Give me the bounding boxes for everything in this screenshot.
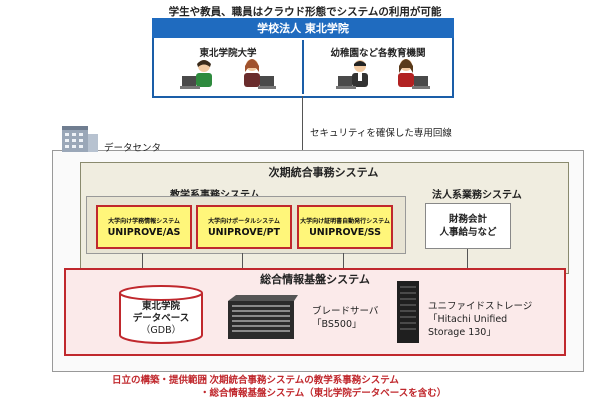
corporation-title: 学校法人 東北学院 bbox=[152, 18, 454, 38]
datacenter-label: データセンタ bbox=[104, 140, 161, 154]
storage-rack-icon bbox=[396, 280, 420, 344]
blade-server-icon bbox=[226, 295, 298, 343]
module-name: UNIPROVE/PT bbox=[208, 227, 280, 238]
module-name: UNIPROVE/AS bbox=[108, 227, 181, 238]
staff-laptop-icon bbox=[236, 56, 276, 92]
hitachi-scope-item: ・総合情報基盤システム（東北学院データベースを含む） bbox=[200, 385, 446, 399]
connector-line bbox=[343, 253, 344, 268]
module-subtitle: 大学向けポータルシステム bbox=[208, 216, 280, 225]
database-label-line2: データベース bbox=[133, 313, 190, 325]
student-laptop-icon bbox=[180, 58, 220, 92]
storage-model-line2: Storage 130」 bbox=[428, 326, 532, 339]
module-uniprove-ss: 大学向け証明書自動発行システム UNIPROVE/SS bbox=[297, 205, 393, 249]
module-subtitle: 大学向け証明書自動発行システム bbox=[300, 216, 390, 225]
university-panel-title: 東北学院大学 bbox=[154, 45, 302, 59]
module-name: UNIPROVE/SS bbox=[309, 227, 381, 238]
corporate-system-title: 法人系業務システム bbox=[432, 186, 522, 201]
blade-server-name: ブレードサーバ bbox=[312, 305, 378, 318]
storage-label: ユニファイドストレージ 「Hitachi Unified Storage 130… bbox=[428, 300, 532, 339]
corporate-item-hr: 人事給与など bbox=[439, 226, 496, 239]
connector-line bbox=[467, 249, 468, 268]
module-subtitle: 大学向け学務情報システム bbox=[108, 216, 180, 225]
corporate-item-finance: 財務会計 bbox=[449, 213, 487, 226]
connector-line bbox=[242, 253, 243, 268]
database-label-line1: 東北学院 bbox=[142, 301, 180, 313]
connector-line bbox=[142, 253, 143, 268]
corporate-system-box: 財務会計 人事給与など bbox=[425, 203, 511, 249]
datacenter-building-icon bbox=[60, 120, 100, 154]
blade-server-label: ブレードサーバ 「BS500」 bbox=[312, 305, 378, 331]
hitachi-scope-heading: 日立の構築・提供範囲 bbox=[112, 372, 207, 386]
module-uniprove-as: 大学向け学務情報システム UNIPROVE/AS bbox=[96, 205, 192, 249]
top-caption: 学生や教員、職員はクラウド形態でシステムの利用が可能 bbox=[0, 4, 610, 19]
storage-category: ユニファイドストレージ bbox=[428, 300, 532, 313]
security-line-label: セキュリティを確保した専用回線 bbox=[310, 125, 452, 139]
module-uniprove-pt: 大学向けポータルシステム UNIPROVE/PT bbox=[196, 205, 292, 249]
storage-model-line1: 「Hitachi Unified bbox=[428, 313, 532, 326]
next-system-title: 次期統合事務システム bbox=[80, 164, 567, 180]
teacher-laptop-icon bbox=[390, 56, 430, 92]
hitachi-scope-item: ・次期統合事務システムの教学系事務システム bbox=[200, 372, 399, 386]
employee-laptop-icon bbox=[336, 58, 376, 92]
database-label-line3: （GDB） bbox=[141, 325, 181, 337]
blade-server-model: 「BS500」 bbox=[312, 318, 378, 331]
database-label: 東北学院 データベース （GDB） bbox=[118, 301, 204, 337]
